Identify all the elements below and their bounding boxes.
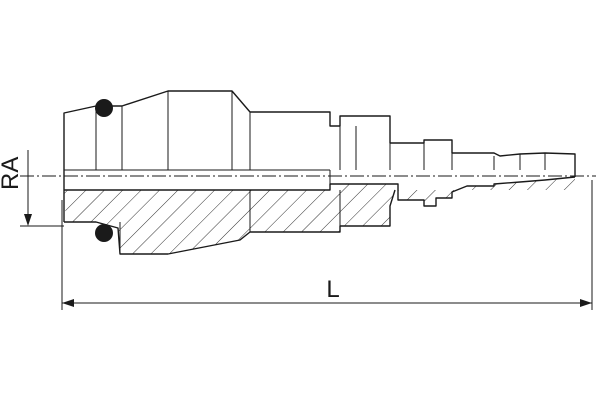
dimension-l-label: L (326, 276, 339, 303)
dimension-ra-label: RA (0, 157, 24, 190)
ra-arrow-icon (24, 214, 32, 226)
lower-contour (64, 189, 396, 255)
o-ring-lower (95, 224, 113, 242)
upper-contour (63, 90, 576, 222)
bore-line (64, 176, 576, 207)
l-arrow-right-icon (580, 299, 592, 307)
l-arrow-left-icon (62, 299, 74, 307)
o-ring-upper (95, 99, 113, 117)
section-hatch (64, 177, 575, 254)
